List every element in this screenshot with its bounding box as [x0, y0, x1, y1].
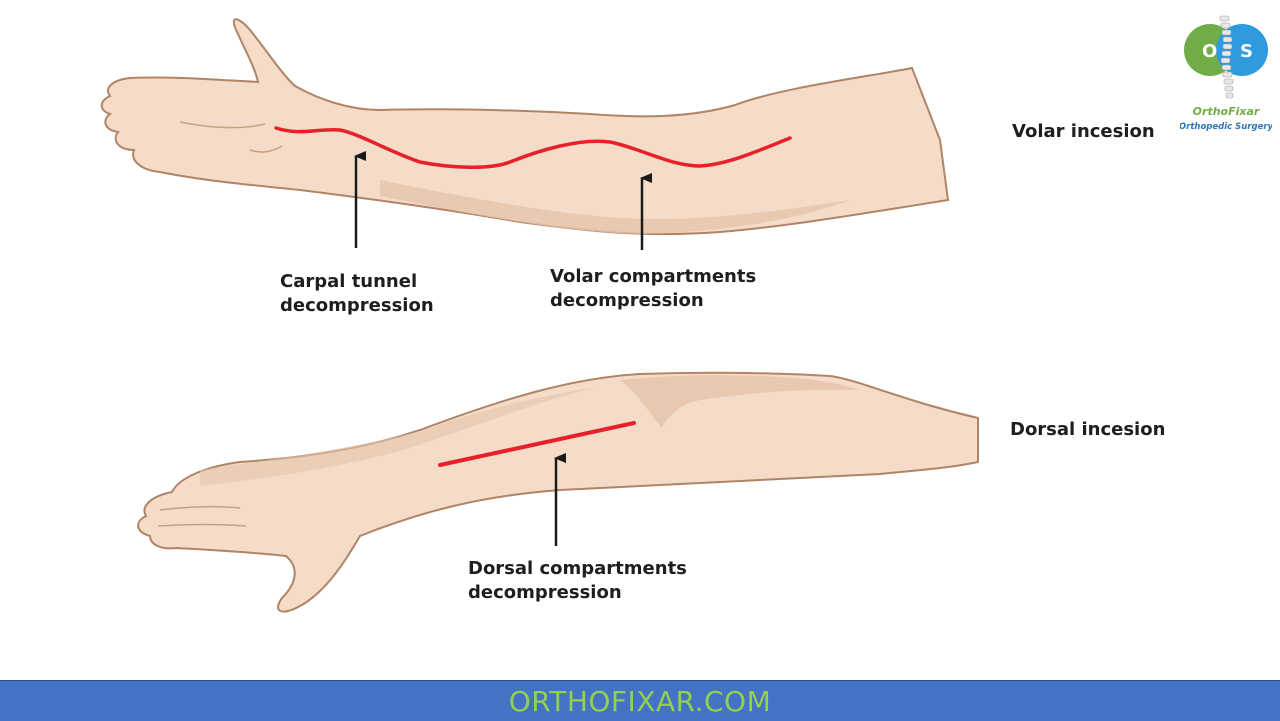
dorsal-arm-skin	[137, 371, 979, 613]
dorsal-elbow-shadow	[620, 375, 860, 428]
volar-compartments-label: Volar compartments decompression	[550, 265, 756, 313]
volar-incision-line	[274, 126, 792, 169]
logo-title: OrthoFixar	[1193, 105, 1260, 118]
carpal-tunnel-label-line1: Carpal tunnel	[280, 271, 418, 292]
volar-compartments-label-line1: Volar compartments	[550, 266, 757, 287]
logo-letter-s: S	[1240, 41, 1253, 62]
footer-bar: ORTHOFIXAR.COM	[0, 680, 1280, 721]
carpal-tunnel-label: Carpal tunnel decompression	[280, 270, 434, 318]
orthofixar-logo: O S OrthoFixar Orthopedic Surgery	[1180, 15, 1272, 132]
volar-palm-crease	[179, 121, 283, 153]
spine-icon	[1219, 15, 1234, 99]
dorsal-incision-title: Dorsal incesion	[1010, 419, 1166, 440]
footer-site-link[interactable]: ORTHOFIXAR.COM	[508, 684, 772, 718]
logo-letter-o: O	[1202, 41, 1217, 62]
dorsal-forearm-shadow	[200, 386, 600, 486]
dorsal-arm	[137, 371, 979, 613]
dorsal-compartments-label-line1: Dorsal compartments	[468, 558, 687, 579]
dorsal-compartments-label: Dorsal compartments decompression	[468, 557, 687, 605]
volar-incision-title: Volar incesion	[1012, 121, 1155, 142]
volar-arm	[100, 18, 950, 250]
dorsal-finger-lines	[157, 505, 247, 527]
volar-arm-shadow	[380, 180, 850, 234]
dorsal-compartments-label-line2: decompression	[468, 582, 622, 603]
volar-compartments-label-line2: decompression	[550, 290, 704, 311]
dorsal-incision-line	[438, 421, 636, 467]
logo-subtitle: Orthopedic Surgery	[1180, 122, 1272, 132]
volar-arm-skin	[100, 18, 950, 236]
carpal-tunnel-label-line2: decompression	[280, 295, 434, 316]
arm-illustrations	[100, 18, 979, 613]
